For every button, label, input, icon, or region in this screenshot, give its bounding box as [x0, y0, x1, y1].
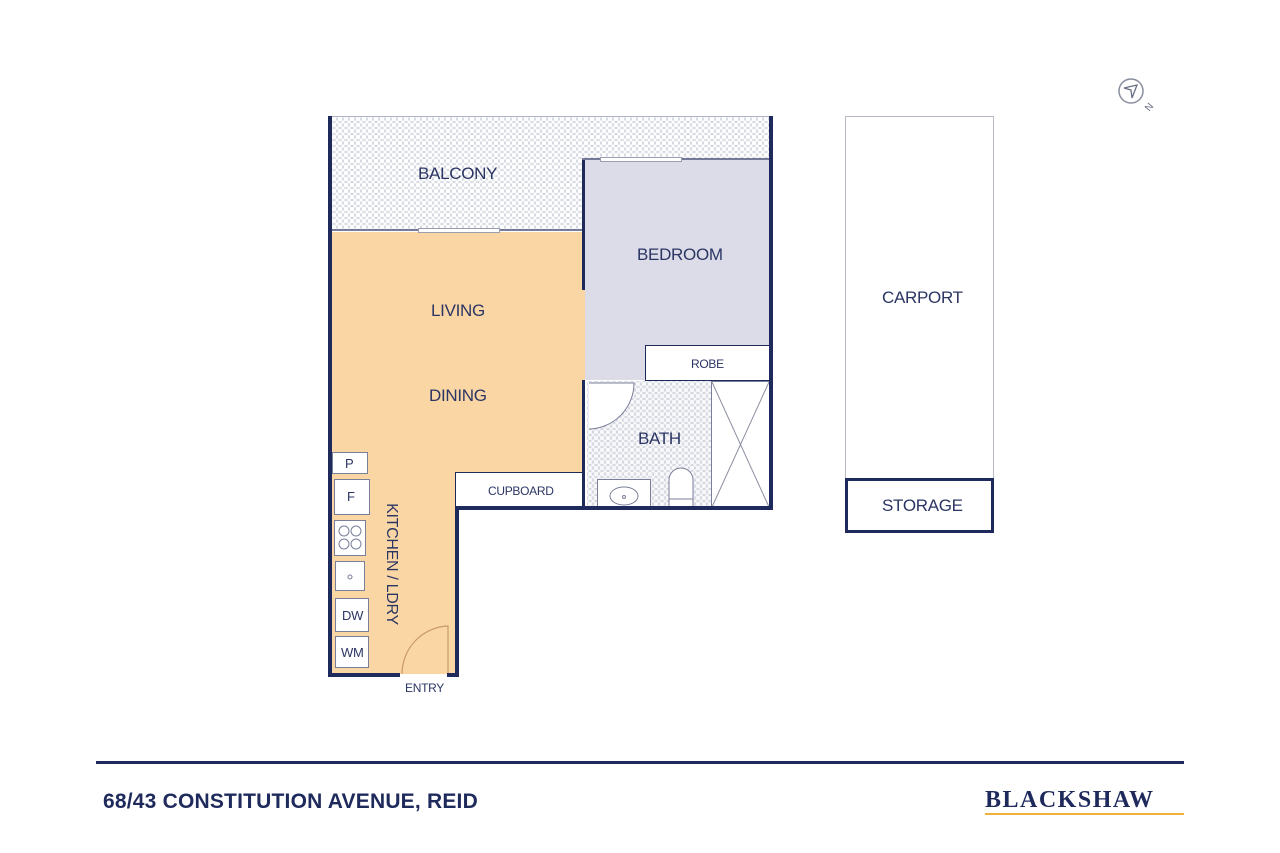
bath-label: BATH	[638, 429, 681, 448]
brand-underline	[985, 813, 1184, 815]
sliding-door-living	[418, 228, 500, 233]
robe-label: ROBE	[691, 357, 724, 371]
north-arrow-icon	[1118, 78, 1144, 104]
washing-machine-label: WM	[341, 645, 364, 660]
fridge	[334, 479, 370, 515]
wall-kitchen-east	[455, 506, 459, 676]
dining-label: DINING	[429, 386, 487, 405]
cupboard-label: CUPBOARD	[488, 484, 554, 498]
bedroom-label: BEDROOM	[637, 245, 723, 264]
bedroom-area	[584, 160, 770, 380]
brand-logo: BLACKSHAW	[985, 787, 1155, 813]
basin-icon	[609, 486, 639, 506]
cooktop-burners-icon	[338, 525, 362, 550]
washing-machine	[335, 636, 369, 668]
footer-divider	[96, 761, 1184, 764]
storage	[845, 478, 994, 533]
compass: N	[1114, 76, 1162, 120]
property-address: 68/43 CONSTITUTION AVENUE, REID	[103, 790, 478, 813]
living-label: LIVING	[431, 301, 485, 320]
carport-label: CARPORT	[882, 288, 963, 307]
storage-label: STORAGE	[882, 496, 963, 515]
entry-label: ENTRY	[405, 681, 444, 695]
entry-door-icon	[401, 625, 449, 675]
dishwasher	[335, 598, 369, 632]
bath-door-icon	[588, 382, 635, 430]
sink-drain-icon	[347, 574, 353, 580]
sliding-door-bedroom	[600, 157, 682, 162]
kitchen-label: KITCHEN / LDRY	[382, 503, 400, 625]
cooktop	[334, 520, 366, 556]
shower	[711, 381, 770, 508]
kitchen-sink	[335, 561, 365, 591]
shower-cross-icon	[711, 381, 770, 508]
toilet-icon	[668, 467, 694, 507]
wall-south-bath	[455, 506, 773, 510]
balcony-label: BALCONY	[418, 164, 498, 183]
fridge-label: F	[347, 489, 355, 504]
pantry	[332, 452, 368, 474]
dishwasher-label: DW	[342, 608, 364, 623]
living-dining-area	[331, 232, 585, 472]
wall-east	[769, 116, 773, 510]
vanity-basin	[597, 479, 651, 509]
wall-south-kitchen	[328, 673, 400, 677]
wall-west	[328, 116, 332, 676]
pantry-label: P	[345, 456, 354, 471]
